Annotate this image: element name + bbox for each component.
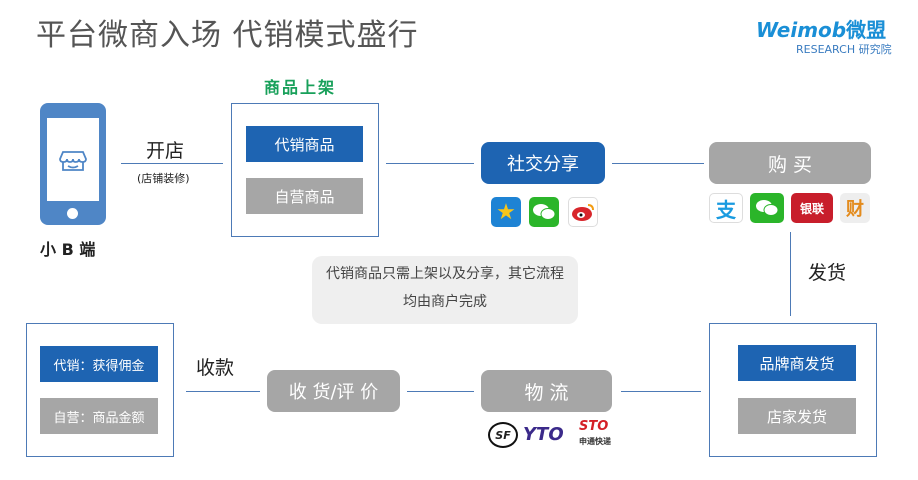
collect-label: 收款 (196, 357, 235, 379)
weimob-logo: Weimob微盟 RESEARCH 研究院 (756, 14, 892, 57)
small-b-label: 小 B 端 (40, 240, 96, 259)
income-box (26, 323, 174, 457)
qzone-icon: ★ (491, 197, 521, 227)
brand-ship-button[interactable]: 品牌商发货 (738, 345, 856, 381)
alipay-icon: 支 (709, 193, 743, 223)
sf-express-icon: SF (488, 422, 518, 448)
listing-box (231, 103, 379, 237)
logistics-button[interactable]: 物 流 (481, 370, 612, 412)
buy-button[interactable]: 购 买 (709, 142, 871, 184)
own-product-button[interactable]: 自营商品 (246, 178, 363, 214)
store-ship-button[interactable]: 店家发货 (738, 398, 856, 434)
page-title: 平台微商入场 代销模式盛行 (36, 18, 419, 53)
connector-logistics-receive (407, 391, 474, 392)
caifutong-icon: 财 (840, 193, 870, 223)
ship-label: 发货 (808, 262, 847, 284)
yto-icon: YTO (523, 424, 564, 445)
open-store-label: 开店 (146, 140, 185, 162)
wechat-icon (529, 197, 559, 227)
connector-ship-logistics (621, 391, 701, 392)
own-income-button[interactable]: 自营：商品金额 (40, 398, 158, 434)
connector-receive-income (186, 391, 260, 392)
wechat-pay-icon (750, 193, 784, 223)
consignment-product-button[interactable]: 代销商品 (246, 126, 363, 162)
connector-listing-share (386, 163, 474, 164)
social-share-button[interactable]: 社交分享 (481, 142, 605, 184)
consignment-income-button[interactable]: 代销：获得佣金 (40, 346, 158, 382)
phone-icon (40, 103, 106, 225)
connector-buy-ship (790, 232, 791, 316)
store-icon (59, 151, 87, 171)
open-store-sub: (店铺装修) (137, 172, 190, 185)
connector-phone-listing (121, 163, 223, 164)
weibo-icon (568, 197, 598, 227)
logo-sub: RESEARCH 研究院 (796, 43, 892, 56)
logo-brand: Weimob (756, 18, 847, 42)
connector-share-buy (612, 163, 704, 164)
shipping-box (709, 323, 877, 457)
home-button (67, 208, 78, 219)
unionpay-icon: 银联 (791, 193, 833, 223)
note-bubble: 代销商品只需上架以及分享，其它流程均由商户完成 (312, 256, 578, 324)
receive-review-button[interactable]: 收 货/评 价 (267, 370, 400, 412)
listing-heading: 商品上架 (264, 78, 337, 97)
logo-brand-cn: 微盟 (846, 18, 887, 42)
